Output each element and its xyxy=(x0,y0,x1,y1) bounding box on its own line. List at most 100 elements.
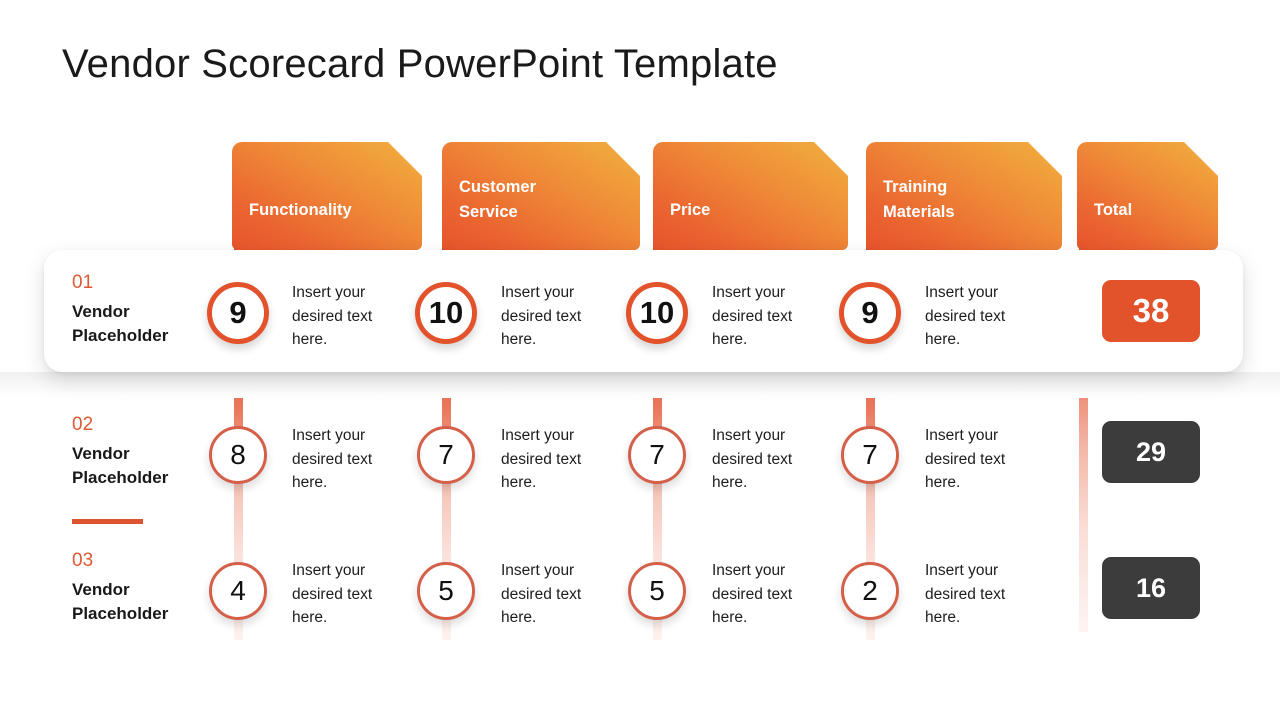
score-value: 8 xyxy=(230,439,246,470)
desc-line2: desired text xyxy=(925,307,1006,325)
score-value: 5 xyxy=(649,575,665,606)
cell-description-01-training-materials: Insert your desired text here. xyxy=(925,281,1029,352)
desc-line1: Insert your xyxy=(292,562,366,579)
desc-line3: here. xyxy=(501,609,537,627)
desc-line3: here. xyxy=(712,474,748,492)
desc-line2: desired text xyxy=(292,450,373,468)
desc-line2: desired text xyxy=(292,307,373,325)
score-value: 7 xyxy=(649,439,665,470)
vendor-label-02: 02 Vendor Placeholder xyxy=(72,413,212,491)
score-circle-02-price[interactable]: 7 xyxy=(628,426,686,484)
desc-line3: here. xyxy=(925,331,961,349)
desc-line1: Insert your xyxy=(712,284,786,301)
desc-line1: Insert your xyxy=(712,562,786,579)
desc-line3: here. xyxy=(501,474,537,492)
score-value: 10 xyxy=(639,295,675,330)
cell-description-01-price: Insert your desired text here. xyxy=(712,281,816,352)
desc-line1: Insert your xyxy=(925,284,999,301)
cell-description-01-functionality: Insert your desired text here. xyxy=(292,281,396,352)
desc-line3: here. xyxy=(712,609,748,627)
cell-description-03-customer-service: Insert your desired text here. xyxy=(501,559,605,630)
desc-line2: desired text xyxy=(292,585,373,603)
column-header-label: Price xyxy=(670,200,711,219)
vendor-name-line2: Placeholder xyxy=(72,326,169,346)
total-badge-03: 16 xyxy=(1102,557,1200,619)
score-value: 7 xyxy=(862,439,878,470)
score-value: 5 xyxy=(438,575,454,606)
desc-line2: desired text xyxy=(925,450,1006,468)
score-circle-01-price[interactable]: 10 xyxy=(626,282,688,344)
cell-description-02-functionality: Insert your desired text here. xyxy=(292,424,396,495)
column-header-label-line1: Customer xyxy=(459,178,537,197)
total-badge-01: 38 xyxy=(1102,280,1200,342)
score-circle-03-training-materials[interactable]: 2 xyxy=(841,562,899,620)
score-circle-02-training-materials[interactable]: 7 xyxy=(841,426,899,484)
row-divider xyxy=(72,519,143,524)
vendor-index: 01 xyxy=(72,272,94,293)
desc-line1: Insert your xyxy=(292,284,366,301)
vendor-name-line2: Placeholder xyxy=(72,468,169,488)
score-value: 2 xyxy=(862,575,878,606)
desc-line3: here. xyxy=(712,331,748,349)
cell-description-02-price: Insert your desired text here. xyxy=(712,424,816,495)
vendor-label-03: 03 Vendor Placeholder xyxy=(72,549,212,627)
vendor-name-line1: Vendor xyxy=(72,579,130,599)
desc-line3: here. xyxy=(292,609,328,627)
vendor-index: 02 xyxy=(72,414,94,435)
desc-line3: here. xyxy=(925,474,961,492)
column-header-functionality: Functionality xyxy=(232,142,422,250)
desc-line1: Insert your xyxy=(501,427,575,444)
column-header-label: Total xyxy=(1094,200,1133,219)
cell-description-03-functionality: Insert your desired text here. xyxy=(292,559,396,630)
desc-line2: desired text xyxy=(712,450,793,468)
desc-line1: Insert your xyxy=(501,284,575,301)
desc-line3: here. xyxy=(292,331,328,349)
column-header-label: Functionality xyxy=(249,200,352,219)
desc-line1: Insert your xyxy=(925,562,999,579)
score-value: 7 xyxy=(438,439,454,470)
score-circle-03-functionality[interactable]: 4 xyxy=(209,562,267,620)
column-header-customer-service: Customer Service xyxy=(442,142,640,250)
score-circle-01-functionality[interactable]: 9 xyxy=(207,282,269,344)
page-title: Vendor Scorecard PowerPoint Template xyxy=(62,42,778,86)
total-value: 16 xyxy=(1135,572,1167,603)
desc-line1: Insert your xyxy=(712,427,786,444)
column-header-price: Price xyxy=(653,142,848,250)
desc-line2: desired text xyxy=(501,307,582,325)
desc-line2: desired text xyxy=(712,585,793,603)
score-value: 4 xyxy=(230,575,246,606)
score-value: 10 xyxy=(428,295,464,330)
cell-description-03-training-materials: Insert your desired text here. xyxy=(925,559,1029,630)
score-circle-03-customer-service[interactable]: 5 xyxy=(417,562,475,620)
total-value: 29 xyxy=(1135,436,1167,467)
column-header-label-line1: Training xyxy=(883,178,948,197)
desc-line1: Insert your xyxy=(292,427,366,444)
column-header-total: Total xyxy=(1077,142,1218,250)
score-circle-02-customer-service[interactable]: 7 xyxy=(417,426,475,484)
desc-line1: Insert your xyxy=(925,427,999,444)
vendor-index: 03 xyxy=(72,550,94,571)
vendor-name-line2: Placeholder xyxy=(72,604,169,624)
vendor-label-01: 01 Vendor Placeholder xyxy=(72,271,212,349)
score-value: 9 xyxy=(861,295,879,330)
score-value: 9 xyxy=(229,295,247,330)
score-circle-02-functionality[interactable]: 8 xyxy=(209,426,267,484)
column-header-label-line2: Materials xyxy=(883,202,955,221)
score-circle-01-customer-service[interactable]: 10 xyxy=(415,282,477,344)
desc-line3: here. xyxy=(292,474,328,492)
cell-description-01-customer-service: Insert your desired text here. xyxy=(501,281,605,352)
desc-line3: here. xyxy=(925,609,961,627)
total-value: 38 xyxy=(1132,292,1170,329)
desc-line2: desired text xyxy=(501,450,582,468)
cell-description-03-price: Insert your desired text here. xyxy=(712,559,816,630)
desc-line1: Insert your xyxy=(501,562,575,579)
total-badge-02: 29 xyxy=(1102,421,1200,483)
column-header-label-line2: Service xyxy=(459,202,518,221)
desc-line2: desired text xyxy=(925,585,1006,603)
score-circle-03-price[interactable]: 5 xyxy=(628,562,686,620)
cell-description-02-training-materials: Insert your desired text here. xyxy=(925,424,1029,495)
vendor-name-line1: Vendor xyxy=(72,443,130,463)
score-circle-01-training-materials[interactable]: 9 xyxy=(839,282,901,344)
cell-description-02-customer-service: Insert your desired text here. xyxy=(501,424,605,495)
